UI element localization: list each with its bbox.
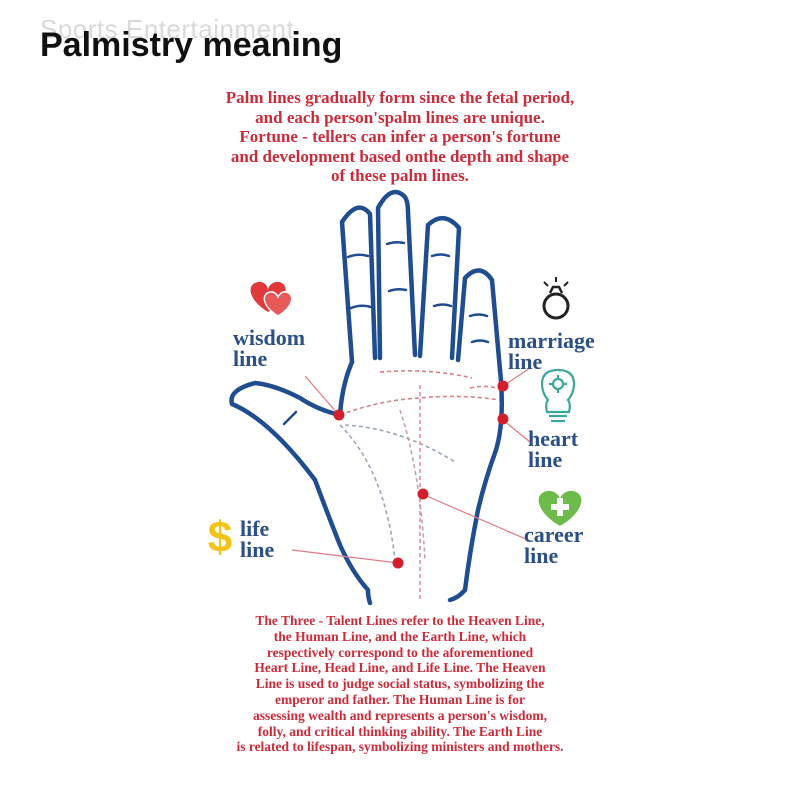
heart-line-label: heart line [528,426,579,472]
three-talent-lines-text: The Three - Talent Lines refer to the He… [170,613,630,755]
wisdom-line-dot [333,409,345,421]
hearts-icon [250,281,293,317]
bottom-line: is related to lifespan, symbolizing mini… [236,739,564,755]
pointer-lines [291,367,531,564]
bottom-line: folly, and critical thinking ability. Th… [257,723,543,739]
wisdom-line-label: wisdom line [233,325,306,371]
bottom-line: The Three - Talent Lines refer to the He… [255,613,545,628]
marriage-line-label: marriage line [508,328,595,374]
career-line-dot [417,488,429,500]
intro-text: Palm lines gradually form since the feta… [150,88,650,186]
ring-icon [542,277,570,320]
intro-line: of these palm lines. [331,166,469,185]
page-title: Palmistry meaning [40,26,343,64]
intro-line: Fortune - tellers can infer a person's f… [239,127,561,146]
intro-line: Palm lines gradually form since the feta… [225,88,575,107]
career-line-label: career line [524,522,584,568]
dollar-icon: $ [208,513,232,562]
bottom-line: assessing wealth and represents a person… [253,707,547,723]
marker-dots [333,380,509,569]
heart-line-dot [497,413,509,425]
palm-lines [339,370,501,600]
watermark: Sports Entertainment [40,14,295,44]
intro-line: and each person'spalm lines are unique. [255,107,545,127]
bottom-line: Heart Line, Head Line, and Life Line. Th… [254,660,546,676]
life-line-dot [392,557,404,569]
hand-outline [229,189,505,606]
medical-heart-icon [538,490,582,526]
bottom-line: respectively correspond to the aforement… [266,644,534,660]
bottom-line: emperor and father. The Human Line is fo… [274,691,525,707]
life-line-label: life line [240,516,275,562]
bottom-line: Line is used to judge social status, sym… [255,676,545,692]
intro-line: and development based onthe depth and sh… [230,146,570,166]
bottom-line: the Human Line, and the Earth Line, whic… [273,628,527,644]
lightbulb-icon [540,368,576,423]
svg-text:$: $ [208,513,232,562]
finger-creases [282,240,490,426]
marriage-line-dot [497,380,509,392]
